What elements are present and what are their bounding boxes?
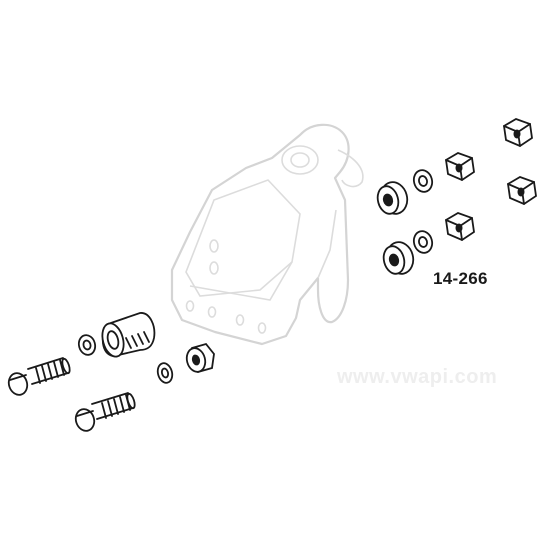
flat-washer [412,230,434,254]
flat-washer [156,362,174,384]
rubber-bushing [376,181,409,215]
hex-nut [445,152,475,182]
part-number-label: 14-266 [433,269,488,288]
flanged-nut [185,342,215,374]
flat-washer [77,334,97,356]
hex-nut [445,212,475,242]
rubber-bushing [382,241,415,275]
bracket [170,123,364,346]
hex-nut [503,118,533,148]
spacer-bushing [101,312,156,358]
flat-washer [412,169,434,193]
watermark: www.vwapi.com [337,366,498,388]
short-bolt [74,392,136,432]
hex-nut [507,176,537,206]
long-bolt [7,357,71,396]
